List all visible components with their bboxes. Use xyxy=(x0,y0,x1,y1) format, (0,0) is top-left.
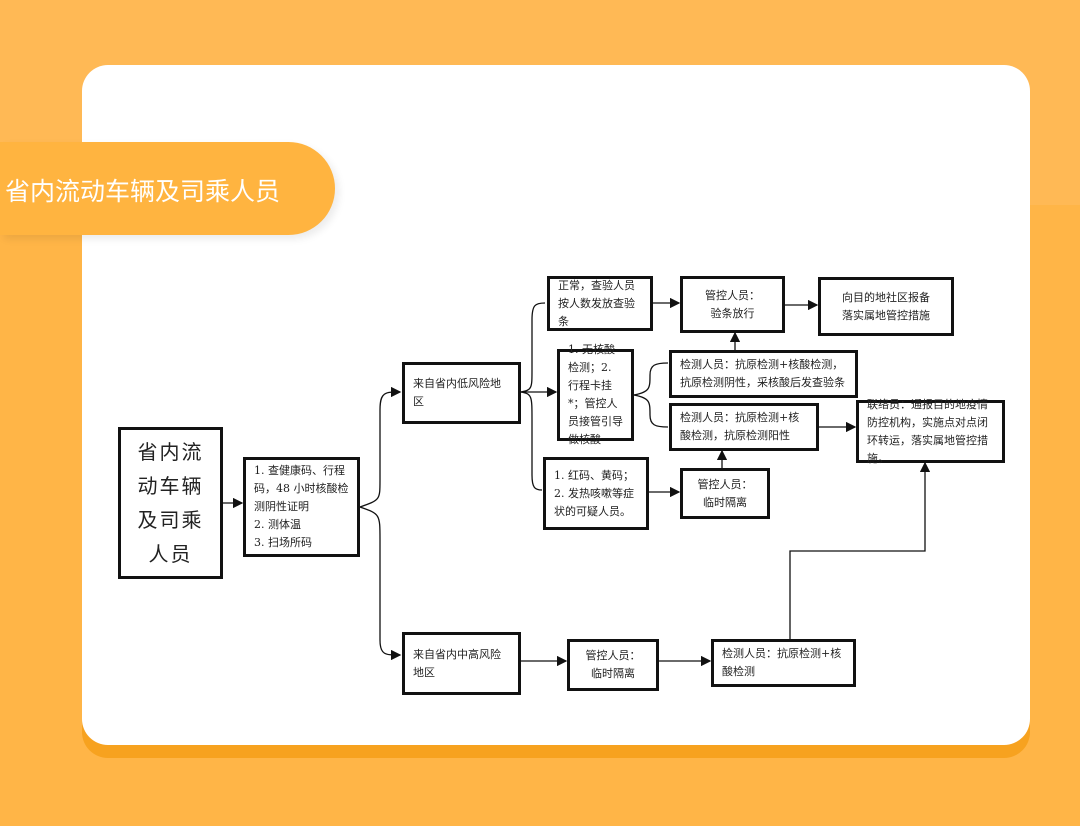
release-box: 管控人员： 验条放行 xyxy=(680,276,785,333)
title-tab: 省内流动车辆及司乘人员 xyxy=(0,142,335,235)
isolate-box-1: 管控人员： 临时隔离 xyxy=(680,468,770,519)
red-yellow-box: 1. 红码、黄码； 2. 发热咳嗽等症状的可疑人员。 xyxy=(543,457,649,530)
root-box: 省内流动车辆及司乘人员 xyxy=(118,427,223,579)
isolate-box-2: 管控人员： 临时隔离 xyxy=(567,639,659,691)
report-box: 向目的地社区报备 落实属地管控措施 xyxy=(818,277,954,336)
test-positive-box: 检测人员：抗原检测+核酸检测，抗原检测阳性 xyxy=(669,403,819,451)
normal-box: 正常，查验人员按人数发放查验条 xyxy=(547,276,653,331)
mid-high-risk-box: 来自省内中高风险地区 xyxy=(402,632,521,695)
no-test-box: 1. 无核酸检测；2. 行程卡挂*；管控人员接管引导做核酸 xyxy=(557,343,634,446)
check-box: 1. 查健康码、行程码，48 小时核酸检测阴性证明 2. 测体温 3. 扫场所码 xyxy=(243,457,360,557)
liaison-box: 联络员：通报目的地疫情防控机构，实施点对点闭环转运，落实属地管控措施。 xyxy=(856,398,1005,465)
low-risk-box: 来自省内低风险地区 xyxy=(402,362,521,424)
test-negative-box: 检测人员：抗原检测+核酸检测，抗原检测阴性，采核酸后发查验条 xyxy=(669,350,858,398)
page-title: 省内流动车辆及司乘人员 xyxy=(5,177,281,206)
test-mid-box: 检测人员：抗原检测+核酸检测 xyxy=(711,639,856,687)
